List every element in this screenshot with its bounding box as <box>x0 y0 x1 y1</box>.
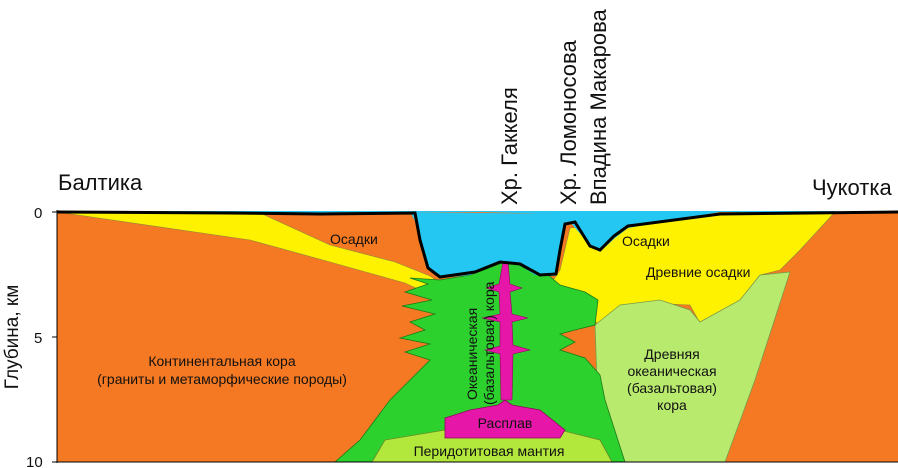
mantle-label: Перидотитовая мантия <box>414 443 565 459</box>
region-left-label: Балтика <box>58 170 143 195</box>
ancient-sediments-label: Древние осадки <box>646 264 750 280</box>
ancient-oceanic-label-3: (базальтовая) <box>627 380 717 396</box>
y-tick-label-10: 10 <box>26 454 43 468</box>
region-right-label: Чукотка <box>812 175 892 200</box>
melt-label: Расплав <box>478 415 533 431</box>
makarov-basin-label: Впадина Макарова <box>586 8 611 205</box>
y-tick-label-5: 5 <box>34 330 42 347</box>
ancient-oceanic-label-2: океаническая <box>627 363 716 379</box>
melt-dike <box>481 261 532 401</box>
y-tick-label-0: 0 <box>34 205 42 222</box>
y-axis-title: Глубина, км <box>2 285 23 390</box>
oceanic-crust-label-1: Океаническая <box>464 308 480 400</box>
ridge-gakkel-label: Хр. Гаккеля <box>497 87 522 205</box>
sediments-right-label: Осадки <box>622 233 670 249</box>
ocean-water-main <box>232 213 720 277</box>
continental-crust-label-2: (граниты и метаморфические породы) <box>97 371 347 387</box>
oceanic-crust-label-2: (базальтовая) кора <box>481 281 497 405</box>
continental-crust-label-1: Континентальная кора <box>148 353 296 369</box>
sediments-left-label: Осадки <box>330 231 378 247</box>
melt-layer <box>444 399 566 439</box>
ancient-oceanic-label-1: Древняя <box>644 346 699 362</box>
seafloor-line <box>56 210 898 279</box>
ancient-oceanic-label-4: кора <box>657 397 687 413</box>
ridge-lomonosov-label: Хр. Ломоносова <box>556 40 581 205</box>
